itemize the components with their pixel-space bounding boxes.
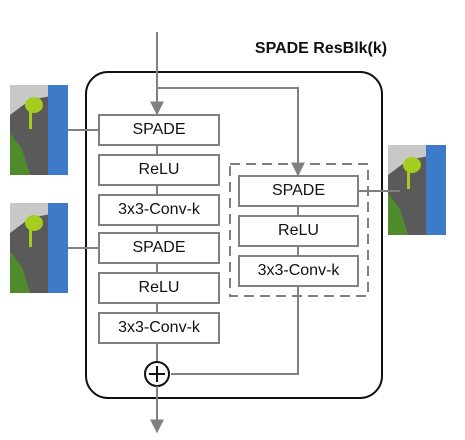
relu-block-2: ReLU (98, 272, 220, 304)
spade-block-1: SPADE (98, 114, 220, 146)
relu-block-1: ReLU (98, 154, 220, 186)
conv-block-2: 3x3-Conv-k (98, 312, 220, 344)
shortcut-branch-line (157, 87, 305, 177)
shortcut-return-line (171, 287, 299, 375)
segmentation-map-1 (10, 85, 68, 175)
resblk-container (85, 71, 383, 399)
conv-block-1: 3x3-Conv-k (98, 194, 220, 226)
segmentation-map-2 (10, 203, 68, 293)
block-title: SPADE ResBlk(k) (254, 40, 388, 57)
shortcut-conv-block: 3x3-Conv-k (238, 255, 359, 287)
shortcut-spade-block: SPADE (238, 175, 359, 207)
spade-block-2: SPADE (98, 232, 220, 264)
shortcut-relu-block: ReLU (238, 215, 359, 247)
